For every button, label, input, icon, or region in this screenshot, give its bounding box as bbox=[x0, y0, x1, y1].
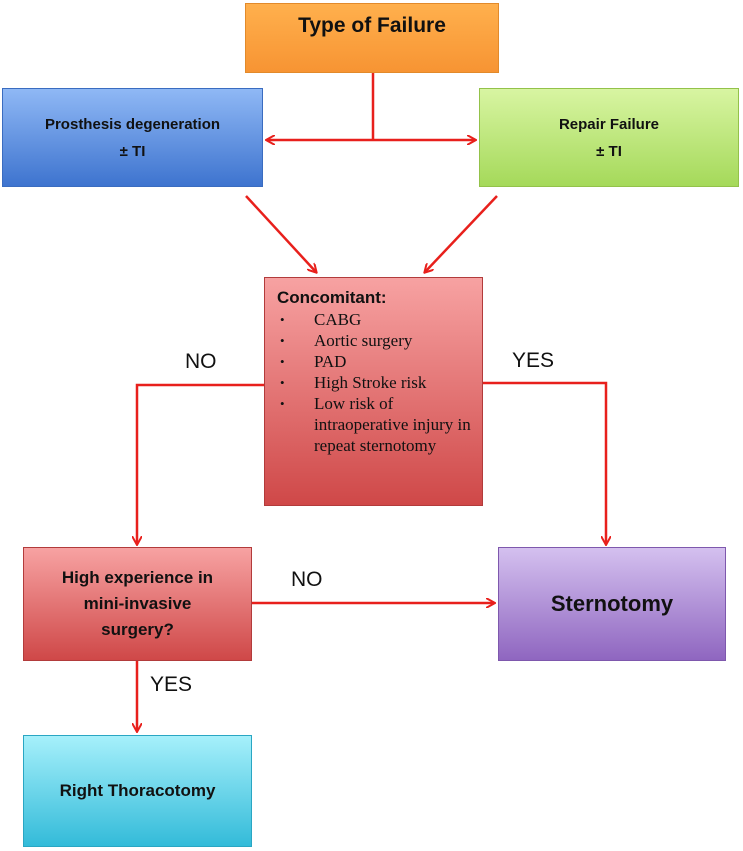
node-high-experience: High experience in mini-invasive surgery… bbox=[23, 547, 252, 661]
node-experience-line1: High experience in bbox=[61, 568, 214, 587]
node-prosthesis-line2: ± TI bbox=[119, 142, 146, 160]
edge-label-concomitant-no: NO bbox=[185, 350, 217, 373]
node-sternotomy: Sternotomy bbox=[498, 547, 726, 661]
concomitant-item-pad: PAD bbox=[277, 351, 474, 372]
concomitant-item-low-risk-injury: Low risk of intraoperative injury in rep… bbox=[277, 393, 474, 456]
node-right-thoracotomy: Right Thoracotomy bbox=[23, 735, 252, 847]
arrow-prosthesis-to-concomitant bbox=[245, 195, 316, 272]
node-concomitant-title: Concomitant: bbox=[277, 288, 387, 307]
concomitant-item-cabg: CABG bbox=[277, 309, 474, 330]
node-prosthesis-line1: Prosthesis degeneration bbox=[44, 115, 221, 133]
node-experience-line3: surgery? bbox=[101, 620, 174, 639]
node-repair-line1: Repair Failure bbox=[558, 115, 660, 133]
edge-label-concomitant-yes: YES bbox=[512, 349, 555, 372]
edge-label-experience-yes: YES bbox=[150, 673, 193, 696]
node-concomitant: Concomitant: CABG Aortic surgery PAD Hig… bbox=[264, 277, 483, 506]
edge-label-experience-no: NO bbox=[291, 568, 323, 591]
concomitant-list: CABG Aortic surgery PAD High Stroke risk… bbox=[277, 309, 474, 456]
node-prosthesis-degeneration: Prosthesis degeneration ± TI bbox=[2, 88, 263, 187]
arrow-concomitant-no bbox=[137, 383, 264, 544]
concomitant-item-aortic-surgery: Aortic surgery bbox=[277, 330, 474, 351]
node-thoracotomy-label: Right Thoracotomy bbox=[59, 781, 216, 800]
node-repair-failure: Repair Failure ± TI bbox=[479, 88, 739, 187]
node-type-of-failure: Type of Failure bbox=[245, 3, 499, 73]
arrow-repair-to-concomitant bbox=[425, 195, 498, 272]
node-experience-line2: mini-invasive bbox=[83, 594, 192, 613]
node-type-of-failure-label: Type of Failure bbox=[298, 14, 446, 37]
node-repair-line2: ± TI bbox=[596, 142, 622, 160]
arrow-concomitant-yes bbox=[483, 381, 606, 544]
node-sternotomy-label: Sternotomy bbox=[550, 591, 674, 616]
concomitant-item-high-stroke-risk: High Stroke risk bbox=[277, 372, 474, 393]
